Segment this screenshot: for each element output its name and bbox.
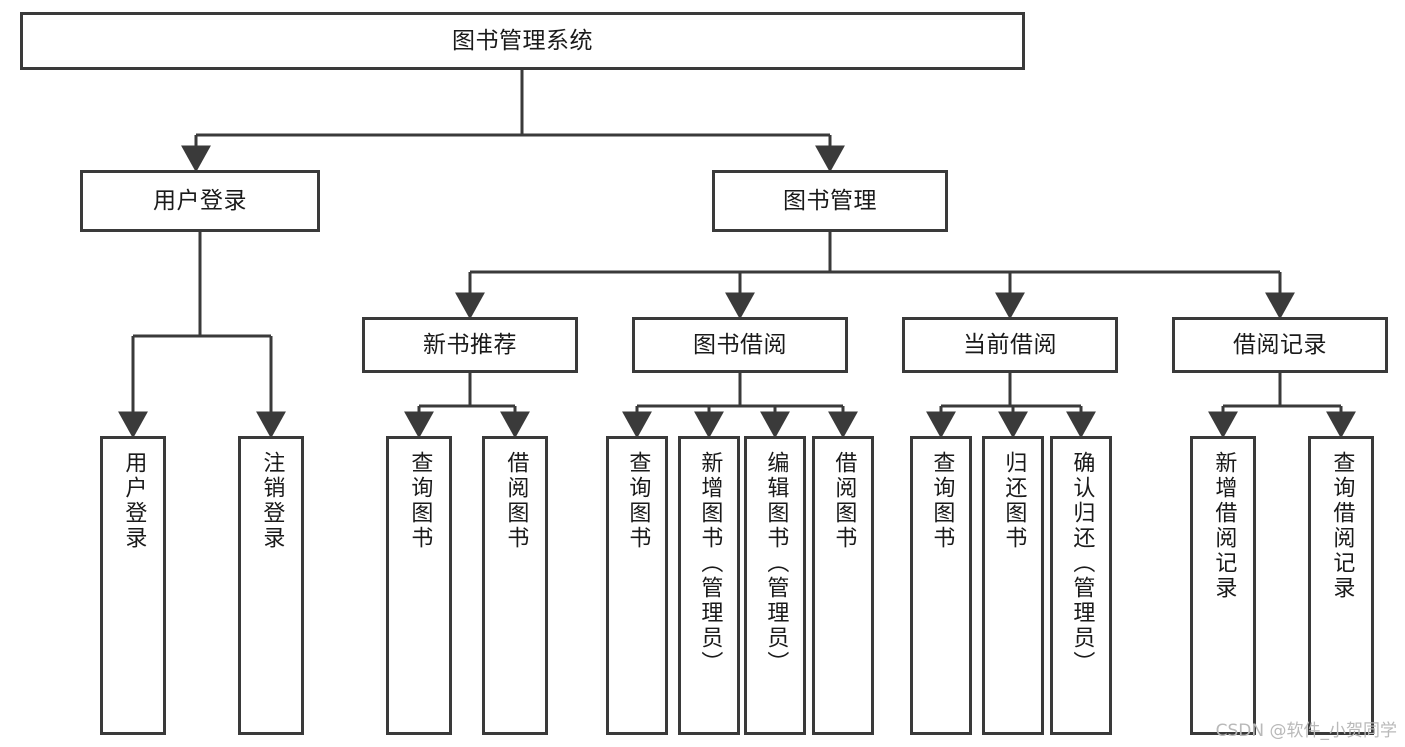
node-book-management[interactable]: 图书管理: [712, 170, 948, 232]
node-label: 图书借阅: [693, 331, 787, 358]
node-leaf-query-book-borrow[interactable]: 查询图书: [606, 436, 668, 735]
node-label: 查询借阅记录: [1329, 451, 1355, 601]
node-root-system[interactable]: 图书管理系统: [20, 12, 1025, 70]
node-label: 归还图书: [1001, 451, 1027, 551]
node-borrow-record[interactable]: 借阅记录: [1172, 317, 1388, 373]
node-label: 图书管理系统: [452, 27, 593, 54]
node-label: 新增图书（管理员）: [697, 451, 723, 676]
node-leaf-user-logout[interactable]: 注销登录: [238, 436, 304, 735]
node-label: 新书推荐: [423, 331, 517, 358]
node-label: 借阅记录: [1233, 331, 1327, 358]
node-leaf-query-book-current[interactable]: 查询图书: [910, 436, 972, 735]
node-label: 借阅图书: [503, 451, 529, 551]
node-label: 确认归还（管理员）: [1069, 451, 1095, 676]
node-label: 用户登录: [121, 451, 147, 551]
node-label: 图书管理: [783, 187, 877, 214]
node-label: 用户登录: [153, 187, 247, 214]
node-leaf-user-login[interactable]: 用户登录: [100, 436, 166, 735]
node-leaf-borrow-book-borrow[interactable]: 借阅图书: [812, 436, 874, 735]
node-leaf-query-borrow-record[interactable]: 查询借阅记录: [1308, 436, 1374, 735]
node-leaf-add-borrow-record[interactable]: 新增借阅记录: [1190, 436, 1256, 735]
node-label: 新增借阅记录: [1211, 451, 1237, 601]
node-label: 当前借阅: [963, 331, 1057, 358]
node-label: 注销登录: [259, 451, 285, 551]
node-book-borrow[interactable]: 图书借阅: [632, 317, 848, 373]
node-current-borrow[interactable]: 当前借阅: [902, 317, 1118, 373]
node-label: 借阅图书: [831, 451, 857, 551]
node-leaf-edit-book-admin[interactable]: 编辑图书（管理员）: [744, 436, 806, 735]
node-label: 查询图书: [625, 451, 651, 551]
node-leaf-confirm-return-admin[interactable]: 确认归还（管理员）: [1050, 436, 1112, 735]
node-label: 查询图书: [407, 451, 433, 551]
node-label: 编辑图书（管理员）: [763, 451, 789, 676]
node-leaf-borrow-book-newbook[interactable]: 借阅图书: [482, 436, 548, 735]
node-label: 查询图书: [929, 451, 955, 551]
node-leaf-query-book-newbook[interactable]: 查询图书: [386, 436, 452, 735]
node-new-book-recommend[interactable]: 新书推荐: [362, 317, 578, 373]
node-leaf-return-book[interactable]: 归还图书: [982, 436, 1044, 735]
node-user-login[interactable]: 用户登录: [80, 170, 320, 232]
csdn-watermark: CSDN @软件_小贺同学: [1215, 721, 1397, 741]
node-leaf-add-book-admin[interactable]: 新增图书（管理员）: [678, 436, 740, 735]
